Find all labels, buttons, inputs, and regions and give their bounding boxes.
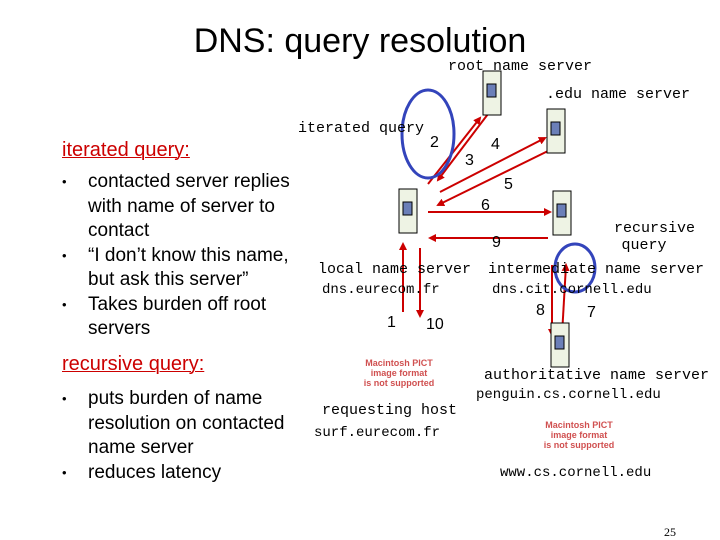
requesting-host-label: requesting host <box>322 402 458 419</box>
intermediate-server-host: dns.cit.cornell.edu <box>492 282 652 298</box>
root-server-label: root name server <box>448 58 593 75</box>
intermediate-server-label: intermediate name server <box>488 261 705 278</box>
intermediate-server-icon <box>552 190 572 236</box>
step-number: 3 <box>465 152 474 169</box>
recursive-bullet: puts burden of name resolution on contac… <box>60 387 310 461</box>
placeholder-text: Macintosh PICT <box>545 420 613 430</box>
slide-title: DNS: query resolution <box>193 22 527 60</box>
recursive-query-label-line2: query <box>621 237 667 254</box>
step-number: 8 <box>536 302 545 319</box>
step-number: 10 <box>426 316 444 333</box>
placeholder-text: Macintosh PICT <box>365 358 433 368</box>
placeholder-text: is not supported <box>543 440 615 450</box>
step-number: 5 <box>504 176 513 193</box>
requesting-host-name: surf.eurecom.fr <box>314 425 441 441</box>
edu-server-icon <box>546 108 566 154</box>
page-number: 25 <box>664 525 676 539</box>
recursive-query-heading: recursive query: <box>62 353 205 375</box>
step-number: 6 <box>481 197 490 214</box>
iterated-bullet-list: contacted server replies with name of se… <box>60 170 310 342</box>
placeholder-text: is not supported <box>363 378 435 388</box>
local-server-host: dns.eurecom.fr <box>322 282 440 298</box>
local-server-label: local name server <box>318 261 472 278</box>
recursive-query-circle <box>553 242 597 294</box>
edu-server-label: .edu name server <box>546 86 691 103</box>
authoritative-server-icon <box>550 322 570 368</box>
requesting-host-image-placeholder: Macintosh PICT image format is not suppo… <box>354 358 444 390</box>
placeholder-text: image format <box>370 368 428 378</box>
authoritative-server-host: penguin.cs.cornell.edu <box>476 387 661 403</box>
recursive-bullet-list: puts burden of name resolution on contac… <box>60 387 310 485</box>
target-host-name: www.cs.cornell.edu <box>500 465 652 481</box>
arrow-step-2 <box>427 116 482 185</box>
local-server-icon <box>398 188 418 234</box>
step-number: 4 <box>491 136 500 153</box>
iterated-bullet: “I don’t know this name, but ask this se… <box>60 244 310 293</box>
authoritative-server-label: authoritative name server <box>484 367 710 384</box>
recursive-bullet: reduces latency <box>60 461 310 486</box>
arrow-step-4 <box>439 137 547 193</box>
step-number: 9 <box>492 234 501 251</box>
step-number: 2 <box>430 134 439 151</box>
iterated-bullet: contacted server replies with name of se… <box>60 170 310 244</box>
iterated-query-heading: iterated query: <box>62 139 190 161</box>
step-number: 7 <box>587 304 596 321</box>
iterated-query-label: iterated query <box>298 120 425 137</box>
placeholder-text: image format <box>550 430 608 440</box>
iterated-bullet: Takes burden off root servers <box>60 293 310 342</box>
step-number: 1 <box>387 314 396 331</box>
target-host-image-placeholder: Macintosh PICT image format is not suppo… <box>534 420 624 452</box>
iterated-query-circle <box>400 88 456 180</box>
root-server-icon <box>482 70 502 116</box>
arrow-step-3 <box>436 113 489 182</box>
recursive-query-label: recursive query <box>614 220 695 254</box>
recursive-query-label-line1: recursive <box>614 220 696 237</box>
arrow-step-5 <box>436 149 551 206</box>
